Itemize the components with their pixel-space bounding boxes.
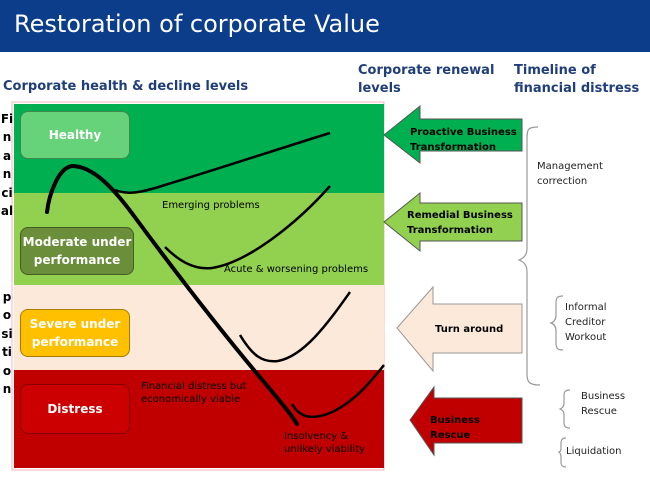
page-title: Restoration of corporate Value bbox=[14, 10, 380, 38]
brace-management bbox=[517, 126, 541, 386]
label-moderate: Moderate under performance bbox=[20, 227, 134, 275]
timeline-management: Management correction bbox=[537, 161, 603, 187]
recovery-curve-severe bbox=[238, 291, 352, 363]
arrow-label-turnaround: Turn around bbox=[435, 324, 504, 335]
timeline-liquidation: Liquidation bbox=[566, 446, 622, 457]
arrow-label-proactive: Proactive Business Transformation bbox=[410, 127, 517, 153]
recovery-curve-healthy bbox=[114, 131, 331, 194]
timeline-informal: Informal Creditor Workout bbox=[565, 302, 607, 343]
annot-fin-distress: Financial distress but economically viab… bbox=[141, 381, 247, 405]
label-distress: Distress bbox=[20, 384, 130, 434]
header-health: Corporate health & decline levels bbox=[3, 79, 249, 94]
brace-liquidation bbox=[557, 437, 567, 468]
arrow-rescue bbox=[409, 385, 523, 457]
recovery-curve-moderate bbox=[164, 185, 331, 270]
annot-insolvency: Insolvency & unlikely viability bbox=[284, 431, 366, 455]
vertical-label-bottom: position bbox=[1, 290, 13, 397]
arrow-remedial bbox=[383, 191, 523, 253]
annot-acute: Acute & worsening problems bbox=[224, 264, 369, 275]
label-healthy: Healthy bbox=[20, 111, 130, 159]
arrow-label-remedial: Remedial Business Transformation bbox=[407, 210, 513, 236]
arrow-proactive bbox=[383, 104, 523, 165]
brace-informal bbox=[549, 295, 564, 351]
arrow-turnaround bbox=[396, 285, 523, 373]
timeline-rescue: Business Rescue bbox=[581, 391, 626, 417]
vertical-label-top: Financial bbox=[0, 112, 14, 219]
brace-rescue bbox=[558, 389, 571, 429]
header-timeline: Timeline of financial distress bbox=[514, 63, 640, 96]
header-renewal: Corporate renewal levels bbox=[358, 63, 495, 96]
annot-emerging: Emerging problems bbox=[162, 200, 260, 211]
decline-curve bbox=[45, 163, 299, 426]
arrow-label-rescue: Business Rescue bbox=[430, 415, 480, 441]
recovery-curve-distress bbox=[290, 364, 385, 419]
title-bar: Restoration of corporate Value bbox=[0, 0, 650, 52]
label-severe: Severe under performance bbox=[20, 309, 130, 357]
